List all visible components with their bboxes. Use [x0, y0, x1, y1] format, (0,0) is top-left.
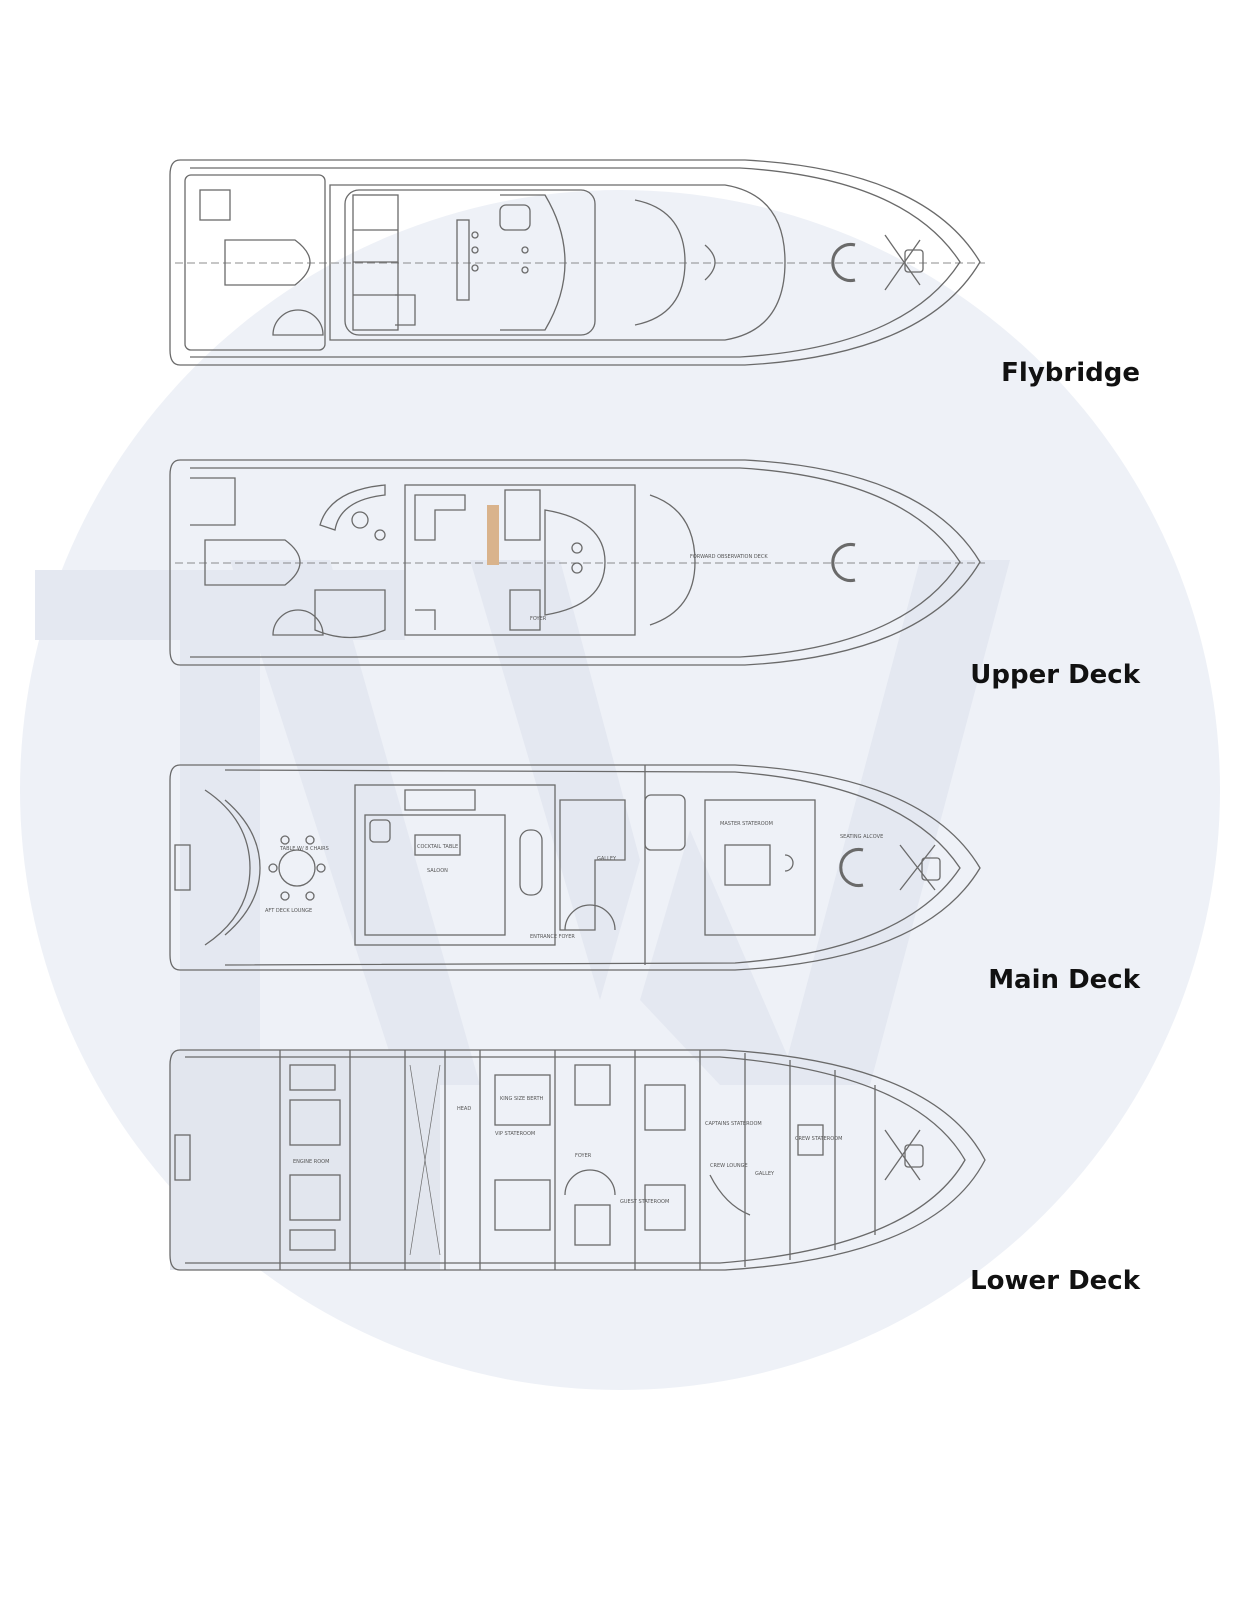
plan-label-aft-deck-lounge: AFT DECK LOUNGE — [265, 908, 312, 914]
deck-label-lower: Lower Deck — [970, 1266, 1140, 1296]
bow-seat — [831, 243, 856, 282]
bow-seat — [839, 848, 864, 887]
plan-label-galley: GALLEY — [597, 856, 617, 862]
hull-outline — [169, 159, 981, 366]
plan-label-galley: GALLEY — [755, 1171, 775, 1177]
plan-label-captains-stateroom: CAPTAINS STATEROOM — [705, 1121, 762, 1127]
plan-label-vip-stateroom: VIP STATEROOM — [495, 1131, 535, 1137]
hull-outline — [169, 459, 981, 666]
engine-port — [289, 1099, 341, 1146]
flybridge-plan — [165, 150, 995, 375]
engine-room-shade — [170, 1050, 440, 1270]
dining-table — [278, 849, 316, 887]
plan-label-engine-room: ENGINE ROOM — [293, 1159, 329, 1165]
hull-outline — [169, 764, 981, 971]
engine-starboard — [289, 1174, 341, 1221]
saloon-table — [519, 829, 543, 896]
plan-label-seating-alcove: SEATING ALCOVE — [840, 834, 883, 840]
plan-label-crew-lounge: CREW LOUNGE — [710, 1163, 748, 1169]
hull-outline — [169, 1049, 986, 1271]
plan-label-cocktail-table: COCKTAIL TABLE — [417, 844, 458, 850]
lower-deck-plan: ENGINE ROOM VIP STATEROOM KING SIZE BERT… — [165, 1045, 995, 1275]
aft-stairs — [204, 789, 251, 946]
deck-label-main: Main Deck — [988, 965, 1140, 995]
plan-label-master-stateroom: MASTER STATEROOM — [720, 821, 773, 827]
plan-label-foyer: FOYER — [530, 616, 547, 622]
plan-label-table: TABLE W/ 8 CHAIRS — [279, 846, 329, 852]
deck-label-upper: Upper Deck — [970, 660, 1140, 690]
plan-label-head: HEAD — [457, 1106, 471, 1112]
plan-label-observation-deck: FORWARD OBSERVATION DECK — [690, 554, 768, 560]
plan-label-foyer: FOYER — [575, 1153, 592, 1159]
plan-label-king-berth: KING SIZE BERTH — [500, 1096, 544, 1102]
plan-label-guest-stateroom: GUEST STATEROOM — [620, 1199, 669, 1205]
plan-label-entrance-foyer: ENTRANCE FOYER — [530, 934, 575, 940]
plan-label-saloon: SALOON — [427, 868, 448, 874]
main-deck-plan: TABLE W/ 8 CHAIRS AFT DECK LOUNGE COCKTA… — [165, 760, 995, 975]
upper-deck-plan: FOYER FORWARD OBSERVATION DECK — [165, 450, 995, 675]
bar-counter — [487, 505, 499, 565]
deck-label-flybridge: Flybridge — [1001, 358, 1140, 388]
spiral-stair — [272, 309, 324, 336]
helm-console — [500, 194, 566, 331]
plan-label-crew-stateroom: CREW STATEROOM — [795, 1136, 842, 1142]
